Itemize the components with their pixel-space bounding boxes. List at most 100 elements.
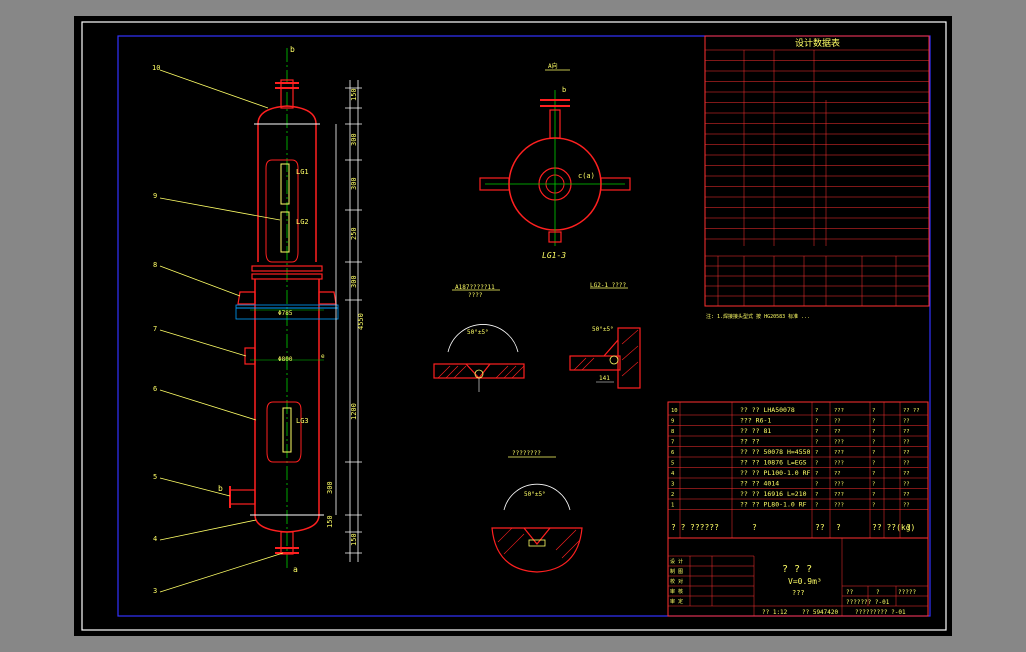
title-name-line1: ? ? ?: [782, 564, 812, 575]
weld1-subtitle: ????: [468, 292, 483, 299]
bom-cell: ??? R6-1: [740, 417, 771, 425]
bom-cell: ?: [872, 492, 875, 498]
bom-cell: ??: [903, 440, 910, 446]
bom-cell: ??: [903, 429, 910, 435]
bom-cell: ?? ??: [903, 408, 920, 414]
dim-300-a: 300: [350, 133, 358, 146]
bom-cell: ???: [834, 503, 844, 509]
bom-cell: ?? ?? 50078 H=4550: [740, 448, 811, 456]
weld2-dim: 141: [599, 375, 610, 382]
bom-cell: 2: [671, 492, 674, 498]
callout-9: 9: [153, 192, 157, 200]
bom-cell: ?? ?? 16916 L=210: [740, 490, 807, 498]
outer-frame: [81, 21, 947, 631]
bom-cell: ?: [815, 471, 818, 477]
weld1-angle: 50°±5°: [467, 329, 489, 336]
bom-cell: ?: [872, 450, 875, 456]
bom-cell: ?: [872, 408, 875, 414]
bom-cell: ??: [834, 419, 841, 425]
dim-300-d: 300: [326, 481, 334, 494]
dimension-chain: [335, 80, 362, 562]
title-scale-3: ?????: [898, 589, 916, 596]
callout-4: 4: [153, 535, 157, 543]
bom-header-cell: ?: [836, 523, 841, 532]
title-name-line2: V=0.9m³: [788, 577, 822, 586]
callout-3: 3: [153, 587, 157, 595]
dim-300-b: 300: [350, 177, 358, 190]
dim-250: 250: [350, 227, 358, 240]
bom-cell: 6: [671, 450, 674, 456]
bom-cell: ?: [815, 429, 818, 435]
bom-cell: ?: [872, 440, 875, 446]
bom-cell: ?: [815, 461, 818, 467]
callout-6: 6: [153, 385, 157, 393]
vessel-elevation: [229, 48, 339, 570]
title-scale-2: ?: [876, 589, 880, 596]
bom-cell: ??: [903, 471, 910, 477]
bom-cell: 8: [671, 429, 674, 435]
bom-header-cell: ??????: [690, 523, 719, 532]
bom-cell: ?: [872, 419, 875, 425]
design-note-line: 注: 1.焊接接头型式 按 HG20583 标准 ...: [706, 313, 810, 320]
dim-150-top: 150: [350, 88, 358, 101]
bom-cell: 3: [671, 482, 674, 488]
plan-header: A向: [548, 62, 558, 70]
dim-1200: 1200: [350, 403, 358, 420]
bom-cell: 1: [671, 503, 674, 509]
title-left-row-5: 审 定: [670, 598, 683, 605]
bom-cell: ?? ?? 10876 L=EGS: [740, 459, 807, 467]
dim-300-c: 300: [350, 275, 358, 288]
mark-bottom-a: a: [293, 565, 298, 574]
design-data-table: [704, 35, 930, 307]
bom-header-cell: ??: [815, 523, 825, 532]
bom-cell: ?: [872, 429, 875, 435]
diameter-top: Φ785: [278, 310, 293, 317]
level-label-lg2: LG2: [296, 218, 309, 226]
title-block: ? ? ? V=0.9m³ ??? 设 计 制 图 校 对 审 核 审 定 ??…: [667, 537, 929, 617]
mark-side-b: b: [218, 484, 223, 493]
plan-title: LG1-3: [542, 251, 566, 260]
bom-cell: ?? ?? PL80-1.0 RF: [740, 501, 807, 509]
bom-cell: ??: [903, 419, 910, 425]
bom-cell: ??: [903, 492, 910, 498]
bom-header-cell: ?? ??(kg): [872, 523, 915, 532]
weld1-title: A187?????11: [455, 284, 495, 291]
bom-cell: ?? ??: [740, 438, 760, 446]
bom-header-cell: ?: [906, 523, 911, 532]
callout-7: 7: [153, 325, 157, 333]
callout-leaders: [159, 69, 284, 593]
bom-cell: 4: [671, 471, 675, 477]
bom-cell: ?: [815, 503, 818, 509]
plan-label-top: b: [562, 86, 566, 94]
bom-cell: ?: [815, 450, 818, 456]
callout-10: 10: [152, 64, 160, 72]
callout-5: 5: [153, 473, 157, 481]
weld2-angle: 50°±5°: [592, 326, 614, 333]
bom-cell: ???: [834, 461, 844, 467]
bom-cell: ?: [872, 471, 875, 477]
title-left-row-4: 审 核: [670, 588, 683, 595]
bom-cell: ??: [903, 461, 910, 467]
bom-cell: ?: [815, 482, 818, 488]
bom-cell: 5: [671, 461, 674, 467]
bom-cell: ??: [834, 429, 841, 435]
callout-8: 8: [153, 261, 157, 269]
dim-150-b: 150: [326, 515, 334, 528]
title-left-row-3: 校 对: [670, 578, 683, 585]
title-bottom-left: ?? 1:12: [762, 609, 788, 616]
title-left-row-1: 设 计: [670, 558, 683, 565]
mark-top-b: b: [290, 45, 295, 54]
drawing-sheet: [74, 16, 952, 636]
bom-cell: ?: [872, 503, 875, 509]
bom-header-cell: ?: [752, 523, 757, 532]
title-scale-1: ??: [846, 589, 854, 596]
bill-of-materials: 10?? ?? LHA50078??????? ??9??? R6-1?????…: [667, 401, 929, 539]
bom-cell: ??: [903, 482, 910, 488]
bom-cell: ?: [815, 492, 818, 498]
weld3-angle: 50°±5°: [524, 491, 546, 498]
title-bottom-mid: ?? 5947420: [802, 609, 839, 616]
mark-e: e: [321, 353, 325, 360]
bom-cell: ??: [903, 503, 910, 509]
title-name-line3: ???: [792, 589, 805, 597]
diameter-mid: Φ800: [278, 356, 293, 363]
